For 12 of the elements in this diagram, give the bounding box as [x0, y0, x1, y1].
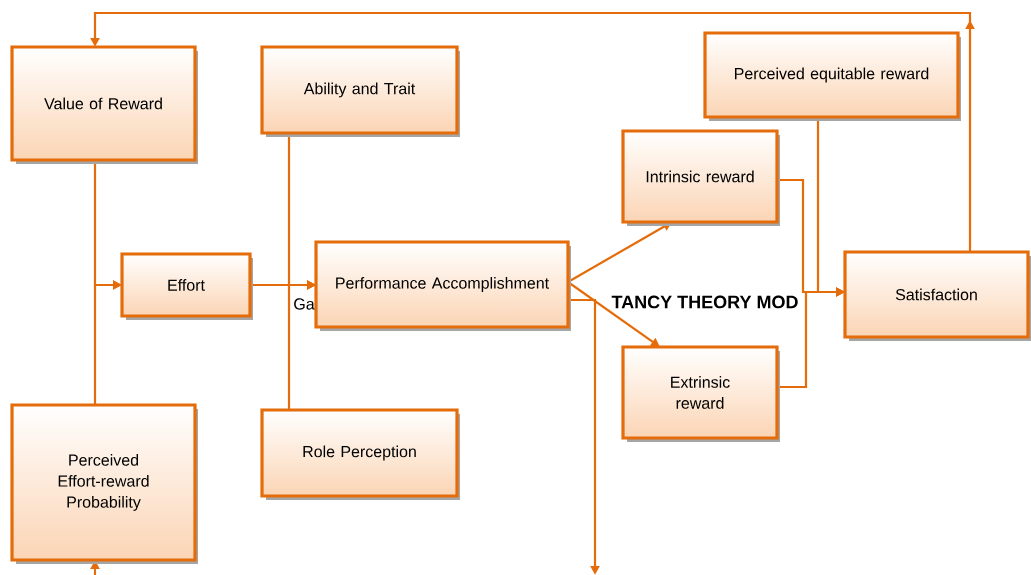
- process-box: Perceived equitable reward: [703, 31, 961, 121]
- process-box: Effort: [120, 252, 253, 320]
- process-box: Ability and Trait: [260, 45, 460, 137]
- process-box: Extrinsic reward: [621, 345, 780, 442]
- arrow: [90, 11, 975, 252]
- process-box: Perceived Effort-reward Probability: [10, 403, 198, 564]
- process-box: Role Perception: [260, 408, 460, 500]
- process-box: Intrinsic reward: [621, 129, 780, 226]
- title-text: TANCY THEORY MOD: [611, 295, 798, 309]
- process-box: Performance Accomplishment: [314, 240, 571, 331]
- process-box: Satisfaction: [843, 250, 1031, 341]
- process-box: Value of Reward: [10, 45, 198, 164]
